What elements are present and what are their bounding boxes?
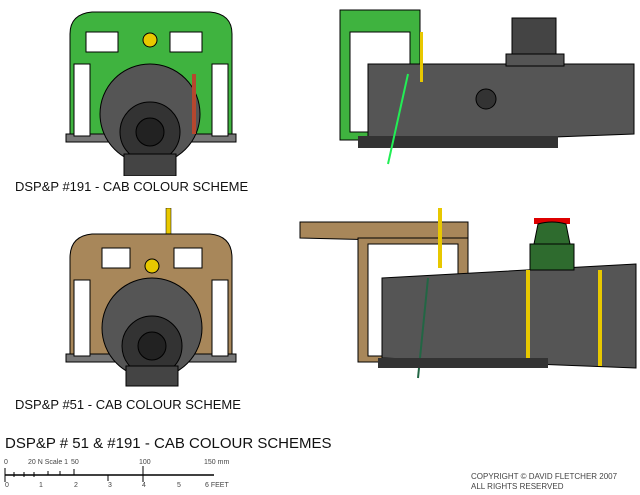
front-view-51 <box>65 208 237 387</box>
scale-bottom-label: 4 <box>142 482 146 489</box>
sheet-title: DSP&P # 51 & #191 - CAB COLOUR SCHEMES <box>5 435 332 452</box>
copyright: COPYRIGHT © DAVID FLETCHER 2007 ALL RIGH… <box>471 472 617 492</box>
caption-51: DSP&P #51 - CAB COLOUR SCHEME <box>15 397 241 412</box>
scale-bottom-label: 3 <box>108 482 112 489</box>
scale-top-label: 150 mm <box>204 459 230 466</box>
scale-bottom-label: 5 <box>177 482 181 489</box>
scale-top-label: 100 <box>139 459 151 466</box>
scale-bottom-label: 2 <box>74 482 78 489</box>
front-view-191 <box>65 11 237 176</box>
side-view-51 <box>299 208 637 379</box>
scale-bottom-label: 6 FEET <box>205 482 229 489</box>
copyright-line-2: ALL RIGHTS RESERVED <box>471 482 564 491</box>
side-view-191 <box>339 9 635 165</box>
scale-bottom-label: 0 <box>5 482 9 489</box>
scale-bottom-label: 1 <box>39 482 43 489</box>
copyright-line-1: COPYRIGHT © DAVID FLETCHER 2007 <box>471 472 618 481</box>
scale-top-label: 20 N Scale 1 <box>28 459 69 466</box>
scale-top-label: 50 <box>71 459 79 466</box>
caption-191: DSP&P #191 - CAB COLOUR SCHEME <box>15 179 249 194</box>
scale-ruler <box>4 466 214 482</box>
scale-top-label: 0 <box>4 459 8 466</box>
